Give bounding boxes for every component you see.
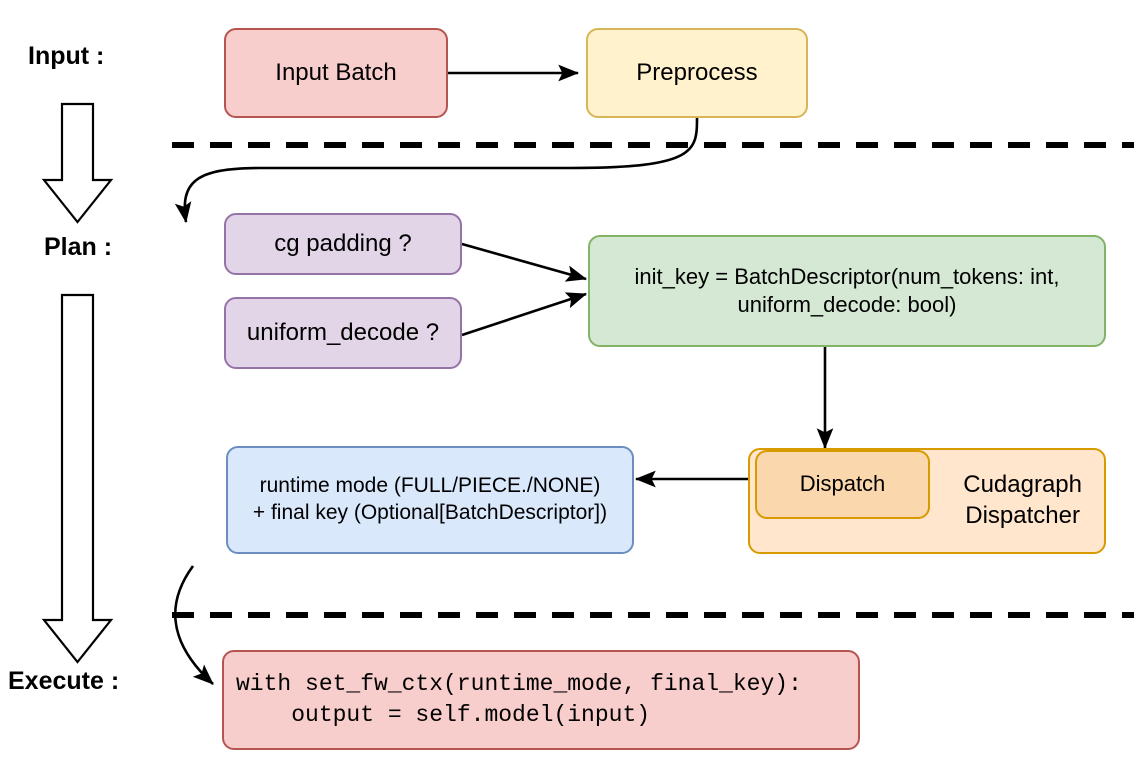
node-cg-padding-label: cg padding ? — [274, 229, 412, 257]
node-preprocess[interactable]: Preprocess — [586, 28, 808, 118]
node-init-key-label: init_key = BatchDescriptor(num_tokens: i… — [634, 263, 1060, 317]
input-to-plan-arrow — [41, 102, 114, 224]
node-input-batch-label: Input Batch — [275, 58, 397, 86]
node-execute-code[interactable]: with set_fw_ctx(runtime_mode, final_key)… — [222, 650, 860, 750]
stage-label-plan: Plan : — [44, 233, 113, 261]
node-dispatch-label: Dispatch — [799, 471, 886, 497]
node-preprocess-label: Preprocess — [636, 58, 758, 86]
edge-uniform-decode-to-init-key — [461, 292, 587, 337]
node-cudagraph-dispatcher-label: Cudagraph Dispatcher — [963, 471, 1082, 529]
node-runtime-mode-label: runtime mode (FULL/PIECE./NONE) + final … — [252, 474, 608, 524]
node-dispatch[interactable]: Dispatch — [755, 450, 930, 519]
stage-label-input: Input : — [28, 42, 105, 70]
node-uniform-decode-label: uniform_decode ? — [246, 318, 440, 346]
edge-cg-padding-to-init-key — [461, 242, 588, 282]
edge-preprocess-to-cg-padding — [174, 113, 699, 224]
stage-label-execute: Execute : — [8, 667, 120, 695]
node-execute-code-label: with set_fw_ctx(runtime_mode, final_key)… — [236, 670, 802, 728]
node-uniform-decode[interactable]: uniform_decode ? — [224, 297, 462, 369]
node-init-key[interactable]: init_key = BatchDescriptor(num_tokens: i… — [588, 235, 1106, 347]
node-cg-padding[interactable]: cg padding ? — [224, 213, 462, 275]
node-runtime-mode[interactable]: runtime mode (FULL/PIECE./NONE) + final … — [226, 446, 634, 554]
node-input-batch[interactable]: Input Batch — [224, 28, 448, 118]
edge-runtime-mode-to-execute-code — [173, 565, 214, 685]
plan-to-execute-arrow — [41, 293, 114, 664]
